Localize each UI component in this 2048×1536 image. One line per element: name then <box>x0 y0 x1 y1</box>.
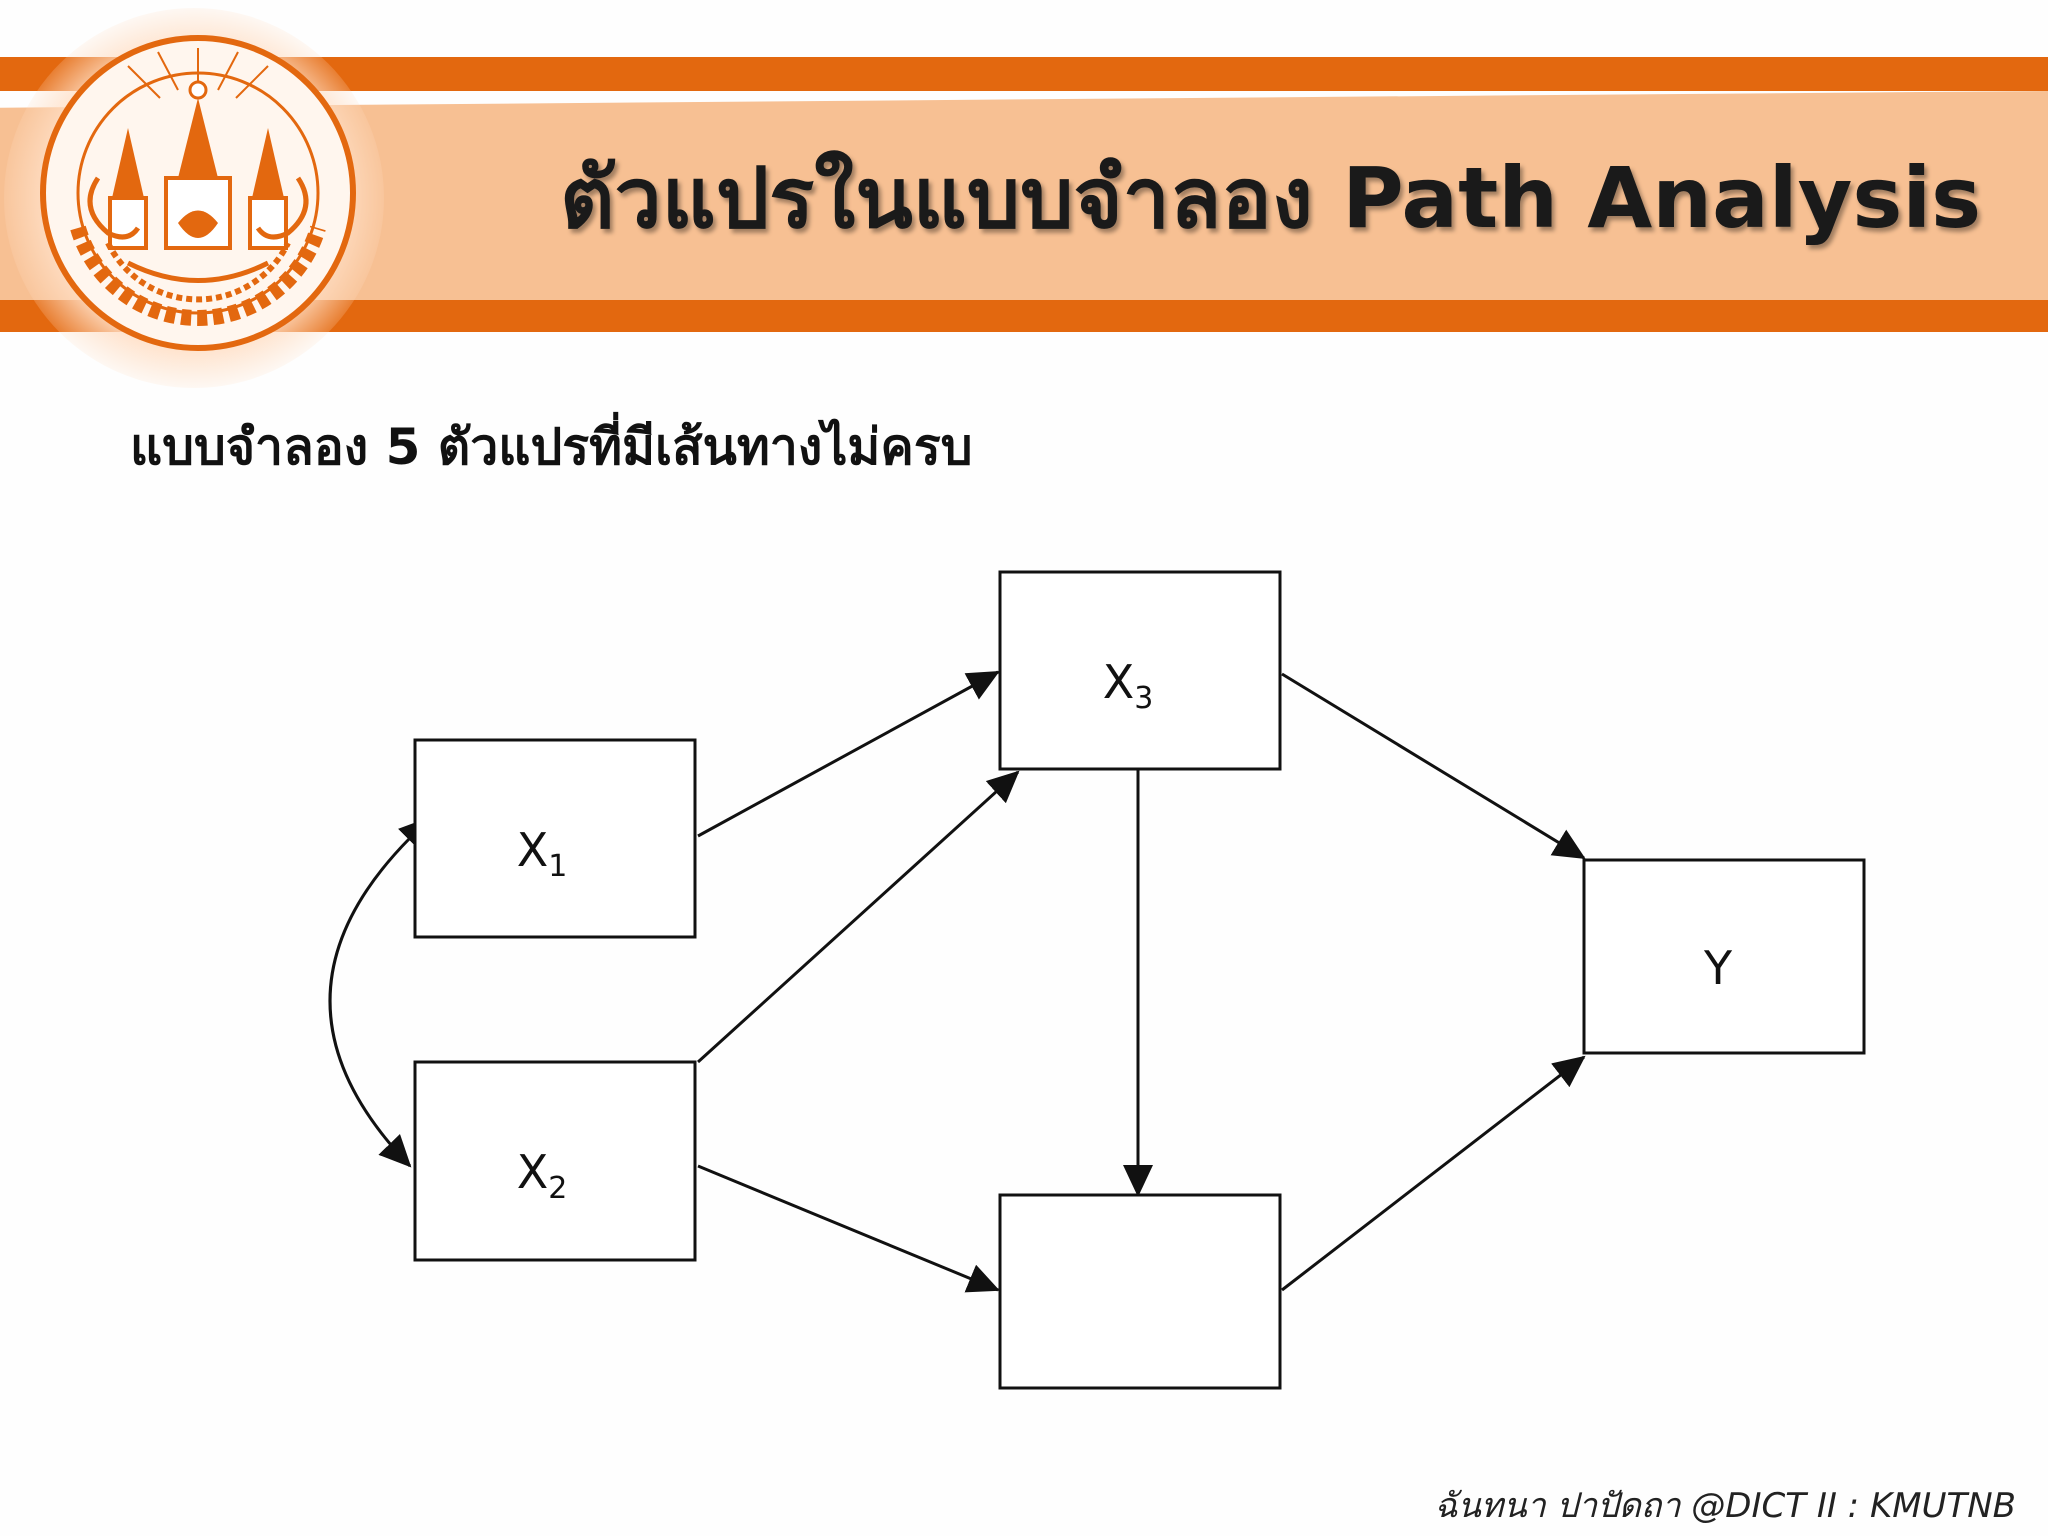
edge-x4-to-y <box>1281 1055 1586 1292</box>
diagram-subtitle: แบบจำลอง 5 ตัวแปรที่มีเส้นทางไม่ครบ <box>130 418 973 476</box>
node-x1: X1 <box>413 738 697 939</box>
kmutnb-emblem-icon <box>40 35 356 351</box>
node-x2-label: X2 <box>517 1145 568 1206</box>
node-x2: X2 <box>413 1060 697 1262</box>
university-logo <box>0 0 400 400</box>
edge-x1-to-x3 <box>697 670 1000 838</box>
edge-x2-to-x3 <box>696 770 1020 1064</box>
page-title: ตัวแปรในแบบจำลอง Path Analysis <box>560 149 1982 247</box>
node-x1-label: X1 <box>517 823 568 884</box>
node-x3-label: X3 <box>1103 655 1154 716</box>
node-y-label: Y <box>1703 941 1733 995</box>
footer-credit: ฉันทนา ปาปัดถา @DICT II : KMUTNB <box>1434 1486 2016 1526</box>
node-x3: X3 <box>998 570 1282 771</box>
node-x4 <box>998 1193 1282 1390</box>
edge-x2-to-x4 <box>697 1164 1000 1293</box>
edge-x1-x2-correlation <box>328 816 432 1168</box>
node-y: Y <box>1582 858 1866 1055</box>
edge-x3-to-y <box>1281 672 1586 860</box>
